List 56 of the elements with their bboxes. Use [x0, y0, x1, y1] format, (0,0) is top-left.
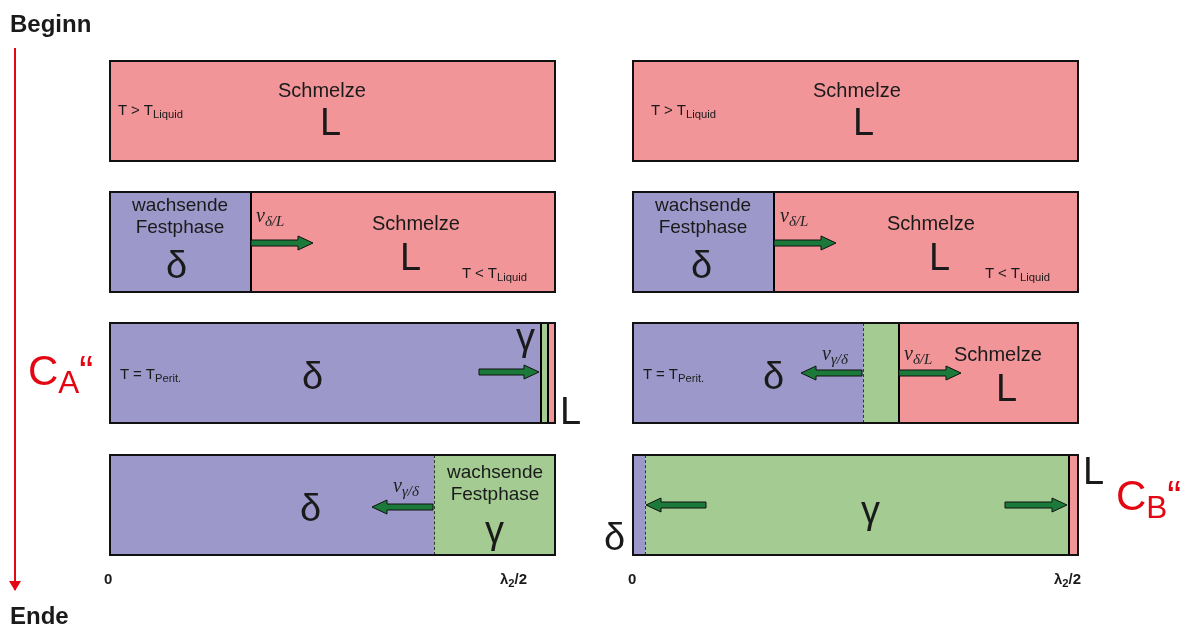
axis-label: λ$_{2}$/2	[500, 569, 528, 591]
phase-name: Schmelze	[813, 78, 901, 103]
phase-symbol: γ	[516, 318, 535, 356]
axis-label: 0	[628, 569, 637, 589]
gamma-phase-strip	[540, 323, 547, 423]
phase-name: wachsende Festphase	[445, 461, 545, 505]
velocity-label: v$_{δ/L}$	[256, 203, 285, 230]
melt-region	[773, 192, 1078, 292]
melt-region	[898, 323, 1078, 423]
velocity-label: v$_{γ/δ}$	[393, 473, 419, 500]
delta-phase-region	[110, 192, 250, 292]
concentration-label: C$_{A}$“	[28, 350, 94, 392]
phase-name: wachsende Festphase	[653, 194, 753, 238]
temperature-condition: T < T$_{Liquid}$	[985, 263, 1050, 285]
gamma-phase-region	[434, 455, 555, 555]
phase-symbol: γ	[485, 511, 504, 549]
velocity-label: v$_{δ/L}$	[780, 203, 809, 230]
phase-symbol: δ	[300, 489, 322, 527]
phase-name: Schmelze	[278, 78, 366, 103]
phase-symbol: γ	[861, 491, 880, 529]
phase-symbol: δ	[763, 357, 785, 395]
temperature-condition: T = T$_{Perit.}$	[120, 364, 182, 386]
melt-strip	[547, 323, 555, 423]
phase-symbol: δ	[604, 518, 626, 556]
phase-symbol: δ	[691, 246, 713, 284]
delta-phase-region	[633, 192, 773, 292]
phase-name: Schmelze	[887, 211, 975, 236]
phase-symbol: δ	[166, 246, 188, 284]
velocity-label: v$_{δ/L}$	[904, 341, 933, 368]
phase-symbol: L	[996, 369, 1018, 407]
temperature-condition: T > T$_{Liquid}$	[118, 100, 183, 122]
temperature-condition: T < T$_{Liquid}$	[462, 263, 527, 285]
axis-label: λ$_{2}$/2	[1054, 569, 1082, 591]
axis-label: 0	[104, 569, 113, 589]
melt-region	[250, 192, 555, 292]
temperature-condition: T = T$_{Perit.}$	[643, 364, 705, 386]
phase-name: Schmelze	[372, 211, 460, 236]
start-label: Beginn	[10, 9, 92, 39]
phase-symbol: δ	[302, 357, 324, 395]
phase-symbol: L	[853, 103, 875, 141]
phase-symbol: L	[1083, 452, 1105, 490]
end-label: Ende	[10, 601, 69, 630]
phase-symbol: L	[929, 238, 951, 276]
velocity-label: v$_{γ/δ}$	[822, 341, 848, 368]
melt-strip	[1068, 455, 1078, 555]
delta-phase-region	[110, 455, 434, 555]
phase-symbol: L	[320, 103, 342, 141]
gamma-phase-strip	[863, 323, 898, 423]
time-arrow	[9, 47, 21, 591]
phase-name: Schmelze	[954, 342, 1042, 367]
phase-symbol: L	[560, 392, 582, 430]
temperature-condition: T > T$_{Liquid}$	[651, 100, 716, 122]
phase-symbol: L	[400, 238, 422, 276]
phase-name: wachsende Festphase	[130, 194, 230, 238]
delta-phase-region	[633, 323, 863, 423]
concentration-label: C$_{B}$“	[1116, 475, 1182, 517]
